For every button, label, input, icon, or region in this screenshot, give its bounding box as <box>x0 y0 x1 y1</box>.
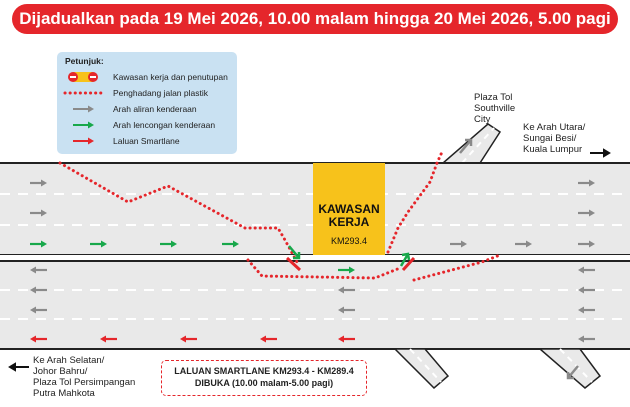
diversion-arrow <box>30 240 47 248</box>
traffic-flow-arrow <box>578 240 595 248</box>
legend-label: Kawasan kerja dan penutupan <box>113 72 228 82</box>
legend-item-diversion: Arah lencongan kenderaan <box>63 118 215 132</box>
work-zone-box: KAWASAN KERJA KM293.4 <box>313 163 385 255</box>
ramp-lower-right-centerline <box>559 348 593 383</box>
traffic-flow-arrow <box>450 240 467 248</box>
traffic-flow-arrow <box>30 209 47 217</box>
legend-item-closure: Kawasan kerja dan penutupan <box>63 70 228 84</box>
plastic-barrier-line <box>58 161 299 264</box>
label-plaza-southville: Plaza Tol Southville City <box>474 92 516 125</box>
work-zone-title: KAWASAN <box>318 202 380 216</box>
diversion-arrow <box>338 266 355 274</box>
legend-item-smartlane: Laluan Smartlane <box>63 134 180 148</box>
traffic-flow-arrow <box>30 286 47 294</box>
ramp-southville-centerline <box>461 127 495 164</box>
traffic-flow-arrow <box>578 179 595 187</box>
direction-arrow-south <box>8 362 29 372</box>
plastic-barrier-line <box>386 150 444 254</box>
diversion-arrow-crossover <box>399 252 411 267</box>
work-zone-km: KM293.4 <box>330 236 368 246</box>
plastic-barrier-line <box>246 258 402 280</box>
smartlane-arrow-icon <box>73 137 94 145</box>
legend-label: Penghadang jalan plastik <box>113 88 208 98</box>
plastic-barrier-line <box>412 253 502 282</box>
legend-item-flow: Arah aliran kenderaan <box>63 102 197 116</box>
traffic-flow-arrow <box>338 306 355 314</box>
smartlane-arrow <box>30 335 47 343</box>
direction-arrow-north <box>590 148 611 158</box>
ramp-putra-mahkota-centerline <box>409 348 442 383</box>
diversion-arrow-crossover <box>288 245 301 260</box>
lane-arrows <box>30 179 595 343</box>
legend-label: Laluan Smartlane <box>113 136 180 146</box>
diversion-arrow <box>90 240 107 248</box>
traffic-flow-arrow <box>578 335 595 343</box>
diversion-arrow <box>222 240 239 248</box>
legend-label: Arah lencongan kenderaan <box>113 120 216 130</box>
smartlane-arrow <box>100 335 117 343</box>
legend-title: Petunjuk: <box>65 56 104 66</box>
traffic-flow-arrow <box>30 266 47 274</box>
traffic-flow-arrow <box>30 306 47 314</box>
exit-arrow-right-ramp <box>566 365 579 380</box>
label-south-direction: Ke Arah Selatan/ Johor Bahru/ Plaza Tol … <box>33 355 136 399</box>
median <box>0 255 630 261</box>
traffic-flow-arrow <box>30 179 47 187</box>
smartlane-arrow <box>338 335 355 343</box>
traffic-flow-arrow-icon <box>73 105 94 113</box>
lower-carriageway <box>0 261 630 349</box>
plastic-barrier-icon <box>63 91 103 95</box>
legend-label: Arah aliran kenderaan <box>113 104 197 114</box>
median-opening-right <box>401 256 416 272</box>
schedule-banner: Dijadualkan pada 19 Mei 2026, 10.00 mala… <box>12 4 618 34</box>
diversion-arrow <box>160 240 177 248</box>
traffic-flow-arrow <box>338 286 355 294</box>
work-zone-title: KERJA <box>328 215 370 229</box>
legend-item-barrier: Penghadang jalan plastik <box>63 86 208 100</box>
smartlane-note-line1: LALUAN SMARTLANE KM293.4 - KM289.4 <box>174 366 354 376</box>
label-north-direction: Ke Arah Utara/ Sungai Besi/ Kuala Lumpur <box>523 122 586 155</box>
smartlane-arrow <box>180 335 197 343</box>
traffic-flow-arrow <box>578 306 595 314</box>
smartlane-arrow <box>260 335 277 343</box>
smartlane-note-line2: DIBUKA (10.00 malam-5.00 pagi) <box>194 378 334 388</box>
traffic-flow-arrow <box>578 286 595 294</box>
exit-arrow-southville <box>459 138 473 154</box>
closure-icon <box>68 72 98 82</box>
diversion-arrow-icon <box>73 121 94 129</box>
traffic-flow-arrow <box>578 266 595 274</box>
traffic-flow-arrow <box>515 240 532 248</box>
median-opening-left <box>285 256 302 272</box>
ramp-putra-mahkota <box>393 348 450 390</box>
legend-panel: Petunjuk: Kawasan kerja dan penutupan Pe… <box>57 52 237 154</box>
smartlane-note: LALUAN SMARTLANE KM293.4 - KM289.4 DIBUK… <box>161 360 367 396</box>
traffic-flow-arrow <box>578 209 595 217</box>
